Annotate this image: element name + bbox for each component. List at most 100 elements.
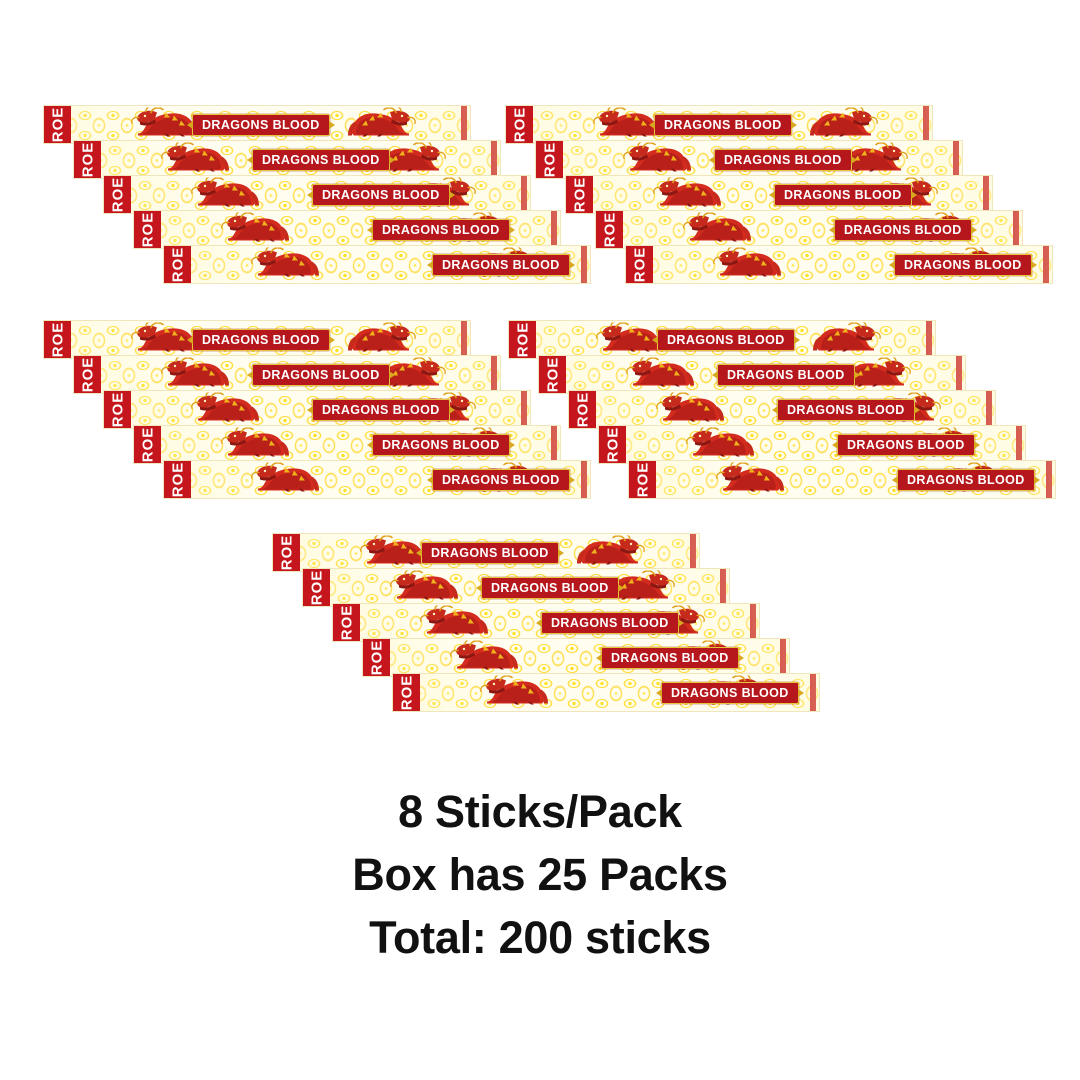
pack-end-tab: ROE	[74, 141, 101, 178]
pack-right-red-bar	[690, 534, 696, 571]
pack-right-red-bar	[986, 391, 992, 428]
pack-right-red-bar	[956, 356, 962, 393]
dragon-icon	[621, 141, 693, 177]
pack-right-red-bar	[926, 321, 932, 358]
pack-end-tab: ROE	[539, 356, 566, 393]
pack-name-label: DRAGONS BLOOD	[784, 187, 902, 202]
pack-right-red-bar	[491, 141, 497, 178]
pack-end-tab-label: ROE	[278, 534, 296, 571]
pack-end-tab-label: ROE	[139, 211, 157, 248]
pack-name-label: DRAGONS BLOOD	[664, 117, 782, 132]
dragon-icon	[346, 106, 418, 142]
pack-end-tab: ROE	[569, 391, 596, 428]
pack-end-tab-label: ROE	[169, 246, 187, 283]
pack-end-tab: ROE	[303, 569, 330, 606]
pack-name-banner: DRAGONS BLOOD	[247, 148, 395, 171]
pack-end-tab-label: ROE	[169, 461, 187, 498]
dragon-icon	[219, 426, 291, 462]
pack-end-tab: ROE	[536, 141, 563, 178]
pack-end-tab-label: ROE	[49, 321, 67, 358]
pack-right-red-bar	[1043, 246, 1049, 283]
pack-end-tab: ROE	[134, 211, 161, 248]
pack-end-tab: ROE	[44, 106, 71, 143]
caption-line-packs-per-box: Box has 25 Packs	[352, 849, 728, 900]
pack-end-tab-label: ROE	[79, 356, 97, 393]
pack-right-red-bar	[551, 426, 557, 463]
dragon-icon	[159, 356, 231, 392]
caption-block: 8 Sticks/Pack Box has 25 Packs Total: 20…	[0, 780, 1080, 969]
pack-pattern-body: DRAGONS BLOOD	[533, 106, 932, 143]
pack-name-banner: DRAGONS BLOOD	[709, 148, 857, 171]
pack-name-banner: DRAGONS BLOOD	[656, 681, 804, 704]
dragon-icon	[811, 321, 883, 357]
pack-pattern-body: DRAGONS BLOOD	[390, 639, 789, 676]
pack-pattern-body: DRAGONS BLOOD	[420, 674, 819, 711]
pack-name-banner: DRAGONS BLOOD	[892, 468, 1040, 491]
incense-pack: ROE DRAGONS BLOOD	[302, 568, 730, 607]
pack-name-label: DRAGONS BLOOD	[202, 117, 320, 132]
pack-right-red-bar	[551, 211, 557, 248]
pack-end-tab-label: ROE	[109, 391, 127, 428]
dragon-icon	[249, 246, 321, 282]
dragon-icon	[418, 604, 490, 640]
pack-name-banner: DRAGONS BLOOD	[829, 218, 977, 241]
pack-end-tab-label: ROE	[139, 426, 157, 463]
pack-name-label: DRAGONS BLOOD	[724, 152, 842, 167]
pack-end-tab: ROE	[509, 321, 536, 358]
pack-end-tab: ROE	[104, 391, 131, 428]
pack-name-label: DRAGONS BLOOD	[262, 152, 380, 167]
pack-pattern-body: DRAGONS BLOOD	[161, 426, 560, 463]
pack-end-tab: ROE	[164, 461, 191, 498]
incense-pack: ROE DRAGONS BLOOD	[565, 175, 993, 214]
pack-name-banner: DRAGONS BLOOD	[367, 218, 515, 241]
pack-end-tab-label: ROE	[574, 391, 592, 428]
pack-name-label: DRAGONS BLOOD	[202, 332, 320, 347]
pack-end-tab: ROE	[164, 246, 191, 283]
pack-name-label: DRAGONS BLOOD	[322, 187, 440, 202]
pack-name-label: DRAGONS BLOOD	[671, 685, 789, 700]
pack-pattern-body: DRAGONS BLOOD	[593, 176, 992, 213]
pack-pattern-body: DRAGONS BLOOD	[161, 211, 560, 248]
pack-pattern-body: DRAGONS BLOOD	[71, 321, 470, 358]
dragon-icon	[624, 356, 696, 392]
pack-end-tab-label: ROE	[398, 674, 416, 711]
pack-name-label: DRAGONS BLOOD	[442, 472, 560, 487]
dragon-icon	[376, 356, 448, 392]
pack-end-tab-label: ROE	[631, 246, 649, 283]
pack-name-banner: DRAGONS BLOOD	[476, 576, 624, 599]
pack-name-banner: DRAGONS BLOOD	[427, 253, 575, 276]
pack-name-label: DRAGONS BLOOD	[551, 615, 669, 630]
pack-pattern-body: DRAGONS BLOOD	[360, 604, 759, 641]
pack-end-tab: ROE	[44, 321, 71, 358]
pack-end-tab-label: ROE	[541, 141, 559, 178]
dragon-icon	[651, 176, 723, 212]
caption-line-sticks-per-pack: 8 Sticks/Pack	[398, 786, 682, 837]
pack-name-banner: DRAGONS BLOOD	[307, 183, 455, 206]
incense-pack: ROE DRAGONS BLOOD	[625, 245, 1053, 284]
pack-name-label: DRAGONS BLOOD	[262, 367, 380, 382]
pack-name-banner: DRAGONS BLOOD	[889, 253, 1037, 276]
pack-end-tab: ROE	[566, 176, 593, 213]
pack-end-tab-label: ROE	[514, 321, 532, 358]
incense-pack: ROE DRAGONS BLOOD	[73, 140, 501, 179]
dragon-icon	[388, 569, 460, 605]
pack-right-red-bar	[521, 391, 527, 428]
pack-pattern-body: DRAGONS BLOOD	[623, 211, 1022, 248]
incense-pack: ROE DRAGONS BLOOD	[535, 140, 963, 179]
pack-pattern-body: DRAGONS BLOOD	[101, 141, 500, 178]
pack-end-tab-label: ROE	[571, 176, 589, 213]
pack-name-banner: DRAGONS BLOOD	[247, 363, 395, 386]
pack-name-label: DRAGONS BLOOD	[847, 437, 965, 452]
dragon-icon	[575, 534, 647, 570]
dragon-icon	[681, 211, 753, 247]
incense-pack: ROE DRAGONS BLOOD	[392, 673, 820, 712]
pack-pattern-body: DRAGONS BLOOD	[596, 391, 995, 428]
pack-name-banner: DRAGONS BLOOD	[596, 646, 744, 669]
